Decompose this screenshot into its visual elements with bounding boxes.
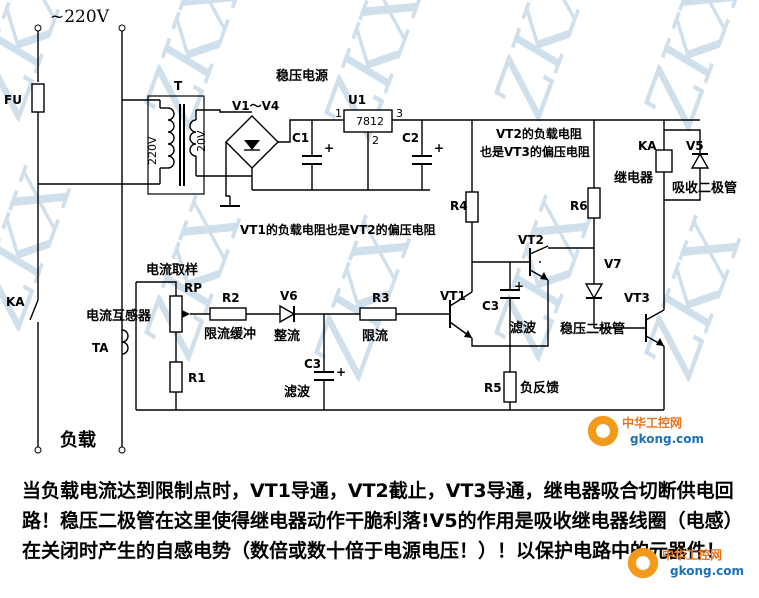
r2-symbol	[209, 307, 247, 321]
plus-sign: +	[434, 141, 444, 155]
zener-note: 稳压二极管	[560, 321, 625, 337]
filter-note: 滤波	[284, 384, 311, 400]
plus-sign: +	[324, 141, 334, 155]
r1-symbol	[169, 361, 183, 393]
vt1-transistor	[449, 291, 473, 339]
vt2-load-note: VT2的负载电阻	[496, 126, 582, 141]
supply-label: ~220V	[50, 7, 110, 27]
watermark-text: ZKX	[0, 159, 90, 338]
bridge-diode-icon	[244, 140, 260, 150]
load-label: 负载	[60, 429, 96, 451]
r4-symbol	[465, 191, 479, 223]
v5-diode-symbol	[690, 152, 710, 169]
terminal-dot	[118, 24, 126, 32]
logo-url: gkong.com	[630, 432, 705, 446]
r4-label: R4	[450, 199, 468, 213]
wire	[136, 281, 177, 296]
terminal-dot	[34, 446, 42, 454]
plus-sign: +	[514, 279, 524, 293]
vt3-bias-note: 也是VT3的偏压电阻	[480, 144, 590, 159]
v6-label: V6	[280, 289, 298, 303]
current-transformer-label: 电流互感器	[86, 308, 152, 324]
v7-label: V7	[604, 257, 622, 271]
ta-label: TA	[92, 341, 109, 355]
circuit-schematic: ZKX ZKX ZKX ZKX ZKX ZKX ZKX ZKX ZKX ZKX …	[0, 0, 759, 454]
r1-label: R1	[188, 371, 206, 385]
bridge-label: V1～V4	[232, 99, 279, 113]
wire	[278, 119, 340, 143]
filter-note: 滤波	[510, 320, 537, 336]
relay-coil-symbol	[655, 149, 673, 173]
transformer-label: T	[174, 79, 183, 93]
rp-potentiometer-symbol	[169, 295, 183, 333]
wire	[225, 142, 230, 197]
regulator-pin: 3	[396, 107, 403, 120]
limit-note: 限流	[362, 328, 388, 344]
wire	[664, 129, 701, 154]
relay-label: KA	[638, 139, 657, 153]
transformer-frame	[147, 95, 205, 195]
c3b-label: C3	[482, 299, 499, 313]
terminal-dot	[118, 446, 126, 454]
v7-zener-symbol	[584, 283, 604, 300]
relay-contact-symbol	[29, 299, 39, 321]
rp-wiper-icon	[182, 310, 190, 318]
regulator-pin: 2	[372, 134, 379, 147]
c3-label: C3	[304, 357, 321, 371]
regulator-part: 7812	[356, 115, 384, 128]
negative-feedback-note: 负反馈	[520, 380, 559, 396]
gear-icon	[626, 546, 660, 580]
v5-label: V5	[686, 139, 704, 153]
watermark-text: ZKX	[126, 0, 260, 138]
r6-label: R6	[570, 199, 588, 213]
vt2-label: VT2	[518, 233, 544, 247]
current-sampling-label: 电流取样	[146, 262, 198, 278]
secondary-voltage: 20V	[195, 130, 208, 152]
fuse-label: FU	[4, 93, 22, 107]
wire	[196, 109, 252, 113]
vt1-label: VT1	[440, 289, 466, 303]
r3-symbol	[359, 307, 397, 321]
c2-label: C2	[402, 131, 419, 145]
rectify-note: 整流	[273, 328, 300, 344]
regulator-pin: 1	[335, 107, 342, 120]
r2-label: R2	[222, 291, 240, 305]
terminal-dot	[34, 24, 42, 32]
r6-symbol	[587, 187, 601, 219]
regulated-supply-label: 稳压电源	[276, 68, 328, 84]
watermark-text: ZKX	[626, 0, 759, 138]
wire	[510, 300, 549, 347]
site-logo: 中华工控网 gkong.com	[586, 412, 716, 452]
absorb-diode-note: 吸收二极管	[672, 180, 737, 196]
r5-label: R5	[484, 381, 502, 395]
vt1-load-note: VT1的负载电阻也是VT2的偏压电阻	[240, 222, 436, 237]
logo-url: gkong.com	[670, 564, 745, 578]
relay-note: 继电器	[614, 170, 654, 186]
wire	[471, 338, 511, 372]
limit-buffer-note: 限流缓冲	[204, 326, 256, 342]
fuse-symbol	[31, 83, 45, 113]
site-logo: 中华工控网 gkong.com	[626, 544, 756, 584]
ta-coil-symbol	[121, 329, 129, 355]
logo-name: 中华工控网	[662, 548, 723, 562]
primary-voltage: 220V	[146, 136, 159, 165]
gear-icon	[586, 414, 620, 448]
c1-label: C1	[292, 131, 309, 145]
logo-name: 中华工控网	[622, 416, 683, 430]
relay-contact-label: KA	[6, 295, 25, 309]
regulator-ref: U1	[348, 93, 366, 107]
rp-label: RP	[184, 281, 202, 295]
v6-diode-symbol	[279, 304, 296, 324]
transformer-secondary	[189, 110, 197, 176]
vt3-label: VT3	[624, 291, 650, 305]
transformer-primary	[159, 100, 175, 184]
r5-symbol	[503, 371, 517, 403]
watermark-text: ZKX	[476, 0, 610, 128]
explanation-text: 当负载电流达到限制点时，VT1导通，VT2截止，VT3导通，继电器吸合切断供电回…	[22, 480, 734, 562]
r3-label: R3	[372, 291, 390, 305]
plus-sign: +	[336, 365, 346, 379]
wire	[664, 168, 701, 201]
